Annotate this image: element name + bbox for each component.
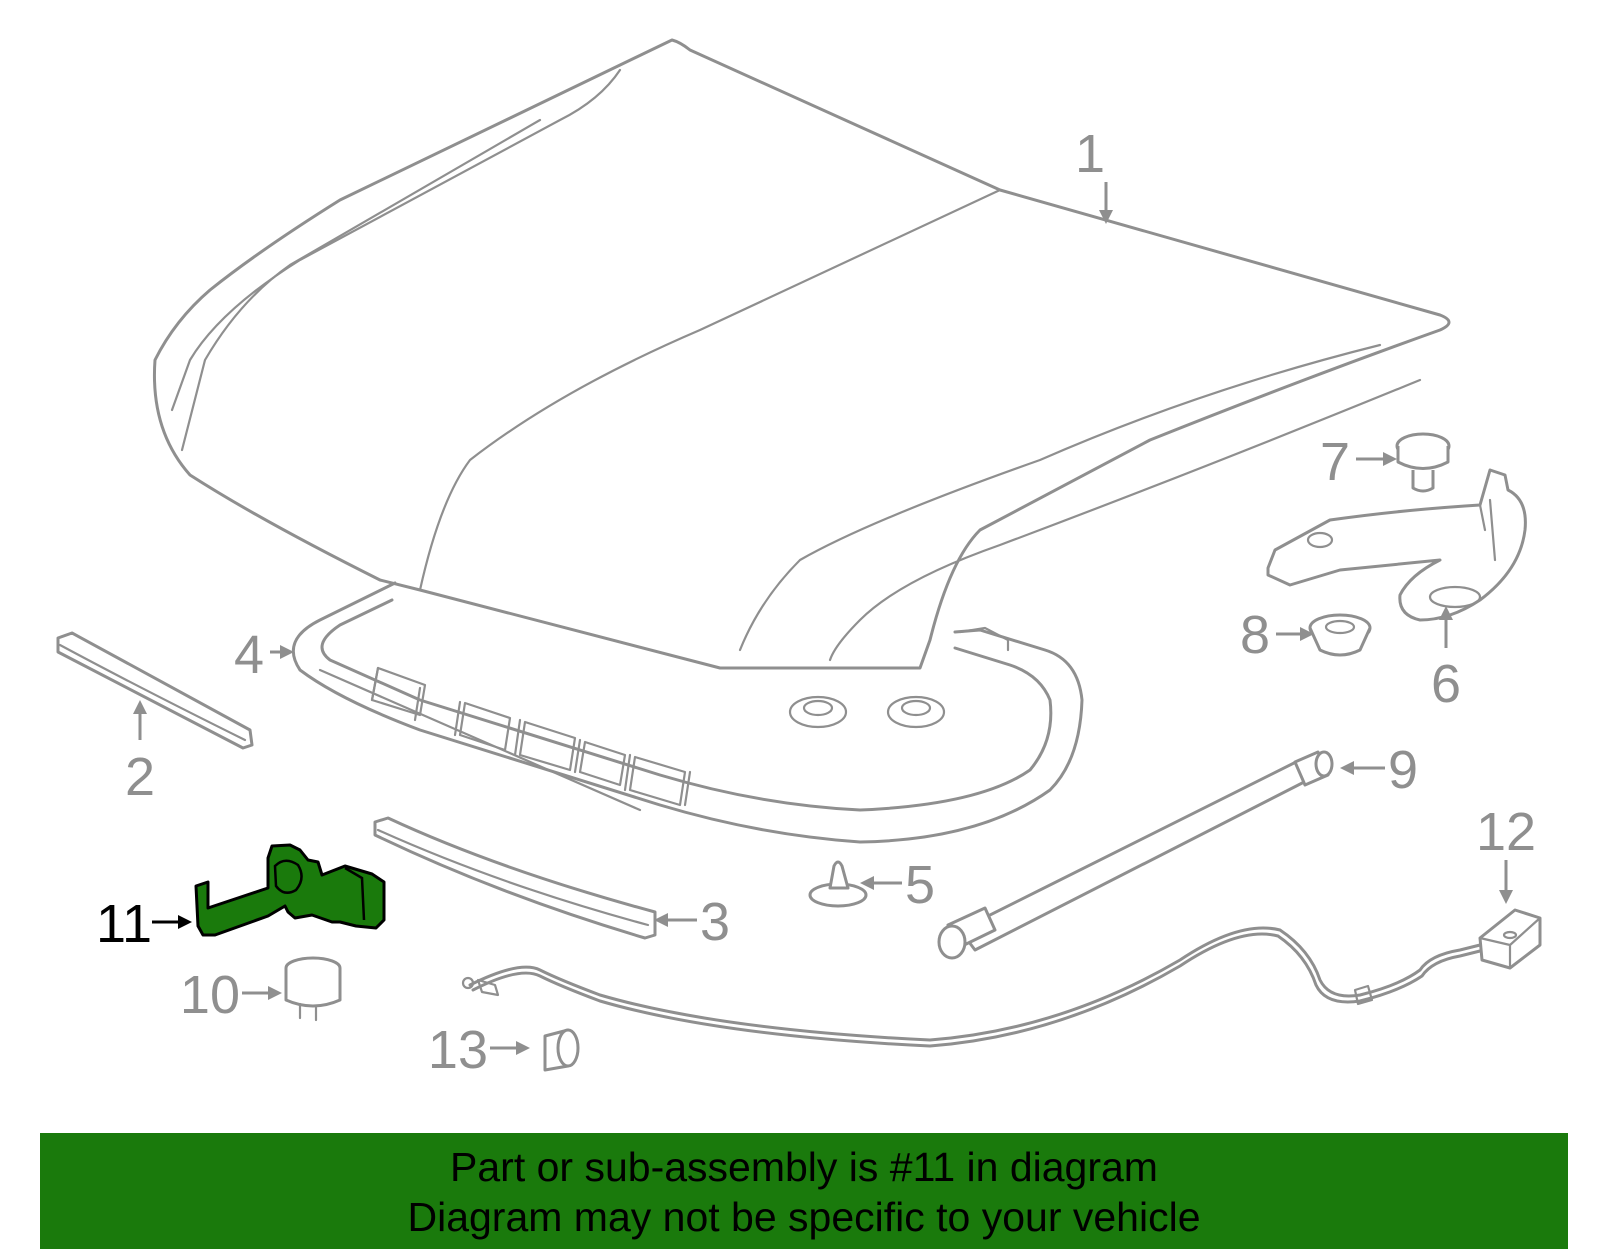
callout-label-11: 11	[96, 894, 152, 954]
callout-4: 4	[234, 625, 294, 685]
callout-13: 13	[428, 1020, 530, 1080]
callout-8: 8	[1240, 605, 1314, 665]
callout-7: 7	[1320, 432, 1397, 492]
relay	[284, 956, 342, 1022]
callout-3: 3	[654, 892, 730, 952]
push-pin	[808, 860, 868, 908]
banner-line-part: Part or sub-assembly is #11 in diagram	[450, 1144, 1158, 1190]
callout-label-6: 6	[1431, 654, 1461, 714]
hood-hinge	[1266, 468, 1527, 622]
info-banner: Part or sub-assembly is #11 in diagram D…	[40, 1133, 1568, 1249]
callout-label-2: 2	[125, 747, 155, 807]
callout-12: 12	[1476, 802, 1536, 904]
callout-label-3: 3	[700, 892, 730, 952]
hood-bumper	[543, 1028, 580, 1072]
hinge-bolt	[1395, 432, 1451, 493]
front-seal-strip	[56, 631, 254, 750]
hood-inner-frame	[291, 581, 1084, 844]
callout-1: 1	[1075, 124, 1113, 224]
callout-label-9: 9	[1388, 740, 1418, 800]
callout-2: 2	[125, 700, 155, 807]
callout-label-10: 10	[180, 965, 240, 1025]
hood-switch	[1478, 908, 1542, 970]
banner-line-disclaimer: Diagram may not be specific to your vehi…	[407, 1194, 1201, 1240]
release-cable	[461, 926, 1482, 1048]
hinge-nut	[1308, 613, 1372, 657]
callout-5: 5	[860, 855, 935, 915]
callout-label-12: 12	[1476, 802, 1536, 862]
callout-10: 10	[180, 965, 282, 1025]
callout-label-1: 1	[1075, 124, 1105, 184]
callout-label-5: 5	[905, 855, 935, 915]
callout-label-7: 7	[1320, 432, 1350, 492]
rear-seal-strip	[373, 816, 657, 940]
callout-9: 9	[1340, 740, 1418, 800]
callout-label-4: 4	[234, 625, 264, 685]
hood-latch-highlighted	[194, 843, 386, 937]
hood-strut	[937, 750, 1334, 960]
hood-panel	[152, 38, 1451, 670]
callout-11: 11	[96, 894, 192, 954]
callout-label-13: 13	[428, 1020, 488, 1080]
callout-label-8: 8	[1240, 605, 1270, 665]
callout-6: 6	[1431, 606, 1461, 714]
